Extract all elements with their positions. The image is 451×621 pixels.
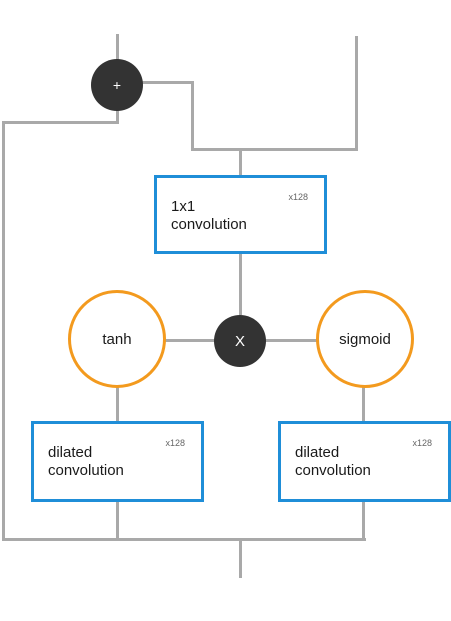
plus-icon: + bbox=[112, 77, 122, 93]
sigmoid-node: sigmoid bbox=[316, 290, 414, 388]
wire-bottom-bus bbox=[2, 538, 366, 541]
conv-1x1-block: 1x1 convolution x128 bbox=[154, 175, 327, 254]
dilated-conv-left-label: dilated convolution bbox=[48, 444, 124, 480]
wire-bus-to-conv1x1 bbox=[239, 148, 242, 177]
multiply-icon: X bbox=[234, 332, 245, 350]
tanh-label: tanh bbox=[102, 330, 132, 348]
wire-top-bus bbox=[191, 148, 357, 151]
dilated-conv-right-label: dilated convolution bbox=[295, 444, 371, 480]
wire-dilated-right-to-bus bbox=[362, 500, 365, 540]
wire-add-to-right bbox=[138, 81, 192, 84]
dilated-conv-right-line2: convolution bbox=[295, 462, 371, 479]
add-node: + bbox=[91, 59, 143, 111]
conv-1x1-label: 1x1 convolution bbox=[171, 198, 247, 234]
dilated-conv-left-line1: dilated bbox=[48, 444, 93, 461]
wire-input-to-add bbox=[116, 34, 119, 68]
wire-tanh-to-multiply bbox=[164, 339, 216, 342]
wire-input-up bbox=[239, 538, 242, 578]
wire-tanh-to-dilated-left bbox=[116, 386, 119, 423]
tanh-node: tanh bbox=[68, 290, 166, 388]
dilated-conv-left-block: dilated convolution x128 bbox=[31, 421, 204, 502]
wire-add-down bbox=[116, 100, 119, 123]
conv-1x1-line2: convolution bbox=[171, 216, 247, 233]
sigmoid-label: sigmoid bbox=[339, 330, 391, 348]
wire-sigmoid-to-dilated-right bbox=[362, 386, 365, 423]
dilated-conv-right-badge: x128 bbox=[412, 438, 432, 448]
multiply-node: X bbox=[214, 315, 266, 367]
dilated-conv-left-badge: x128 bbox=[165, 438, 185, 448]
wire-skip-output bbox=[355, 36, 358, 151]
dilated-conv-right-block: dilated convolution x128 bbox=[278, 421, 451, 502]
conv-1x1-line1: 1x1 bbox=[171, 198, 196, 215]
dilated-conv-right-line1: dilated bbox=[295, 444, 340, 461]
conv-1x1-badge: x128 bbox=[288, 192, 308, 202]
wire-conv1x1-to-multiply bbox=[239, 253, 242, 315]
wire-residual-top bbox=[2, 121, 119, 124]
dilated-conv-left-line2: convolution bbox=[48, 462, 124, 479]
wire-right-drop bbox=[191, 81, 194, 150]
wire-residual-left bbox=[2, 121, 5, 541]
wire-dilated-left-to-bus bbox=[116, 500, 119, 540]
wire-multiply-to-sigmoid bbox=[264, 339, 318, 342]
